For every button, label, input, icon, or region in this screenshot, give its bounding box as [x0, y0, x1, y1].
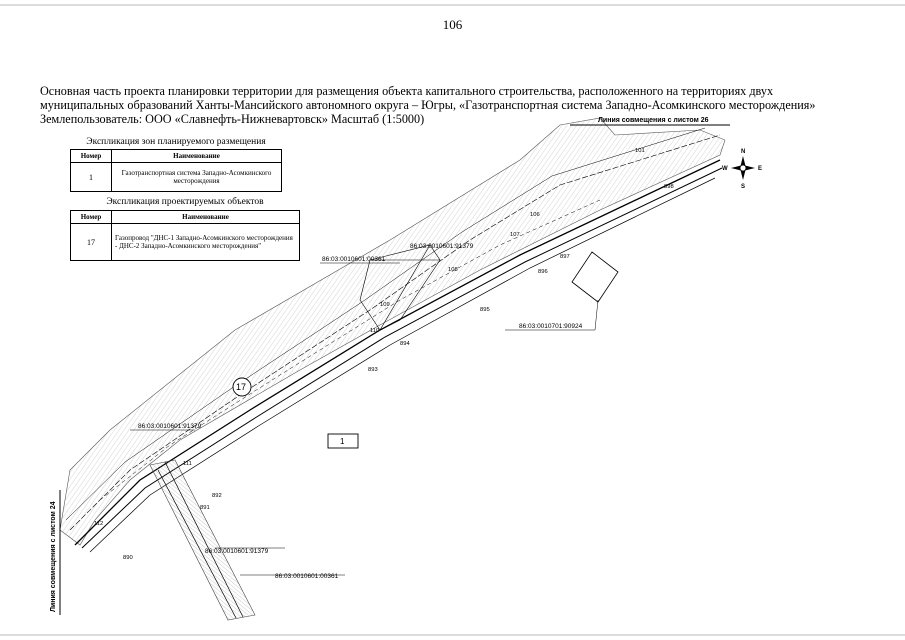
page-heading: Основная часть проекта планировки террит… [40, 84, 816, 126]
zones-legend-table: Номер Наименование 1 Газотранспортная си… [70, 149, 282, 192]
compass-s: S [741, 184, 745, 190]
point-892: 892 [212, 493, 222, 499]
point-111: 111 [183, 461, 192, 467]
cadastral-c3: 86:03:0010701:90924 [519, 323, 583, 330]
point-107: 107 [510, 232, 520, 238]
objects-legend-table: Номер Наименование 17 Газопровод "ДНС-1 … [70, 210, 300, 261]
leader-lines [130, 262, 599, 576]
zones-col-name: Наименование [111, 149, 282, 163]
zones-col-number: Номер [70, 149, 112, 163]
page-number: 106 [442, 17, 463, 32]
cadastral-c6: 86:03:0010601:00361 [275, 573, 339, 580]
zones-row-name: Газотранспортная система Западно-Асомкин… [111, 162, 282, 192]
point-897: 897 [560, 254, 570, 260]
cadastral-c5: 86:03:0010601:91379 [205, 548, 269, 555]
compass-w: W [722, 166, 728, 172]
point-101: 101 [635, 148, 645, 154]
zones-row-number: 1 [70, 162, 112, 192]
objects-legend-title: Экспликация проектируемых объектов [106, 197, 264, 207]
zone-marker-box [327, 433, 359, 449]
point-894: 894 [400, 341, 410, 347]
objects-col-name: Наименование [111, 210, 300, 224]
pipeline-lines [65, 127, 723, 553]
cadastral-c2: 86:03:0010601:00361 [322, 256, 386, 263]
point-895: 895 [480, 307, 490, 313]
sheet-link-left: Линия совмещения с листом 24 [50, 501, 57, 612]
point-891: 891 [200, 505, 210, 511]
cadastral-c1: 86:03:0010601:91379 [410, 243, 474, 250]
point-893: 893 [368, 367, 378, 373]
point-109: 109 [380, 302, 390, 308]
zone-marker: 1 [340, 437, 345, 446]
object-marker: 17 [236, 382, 246, 392]
point-890: 890 [123, 555, 133, 561]
point-110: 110 [370, 328, 379, 334]
objects-row-name: Газопровод "ДНС-1 Западно-Асомкинского м… [111, 223, 300, 261]
point-112: 112 [94, 521, 103, 527]
zones-legend-title: Экспликация зон планируемого размещения [86, 137, 266, 147]
point-108: 108 [448, 267, 458, 273]
corridor-zone [59, 117, 726, 546]
sheet-link-top: Линия совмещения с листом 26 [598, 117, 709, 124]
table-row: 1 Газотранспортная система Западно-Асомк… [70, 162, 282, 192]
objects-col-number: Номер [70, 210, 112, 224]
point-898: 898 [664, 184, 674, 190]
table-row: 17 Газопровод "ДНС-1 Западно-Асомкинског… [70, 223, 300, 261]
point-106: 106 [530, 212, 540, 218]
point-896: 896 [538, 269, 548, 275]
junction-area [359, 244, 441, 331]
crossing-road [149, 459, 256, 621]
parcel-90924 [571, 251, 619, 303]
objects-row-number: 17 [70, 223, 112, 261]
compass-n: N [741, 149, 745, 155]
object-marker-circle [232, 377, 252, 397]
compass-rose [731, 156, 755, 180]
compass-e: E [758, 166, 762, 172]
cadastral-c4: 86:03:0010601:91379 [138, 423, 202, 430]
